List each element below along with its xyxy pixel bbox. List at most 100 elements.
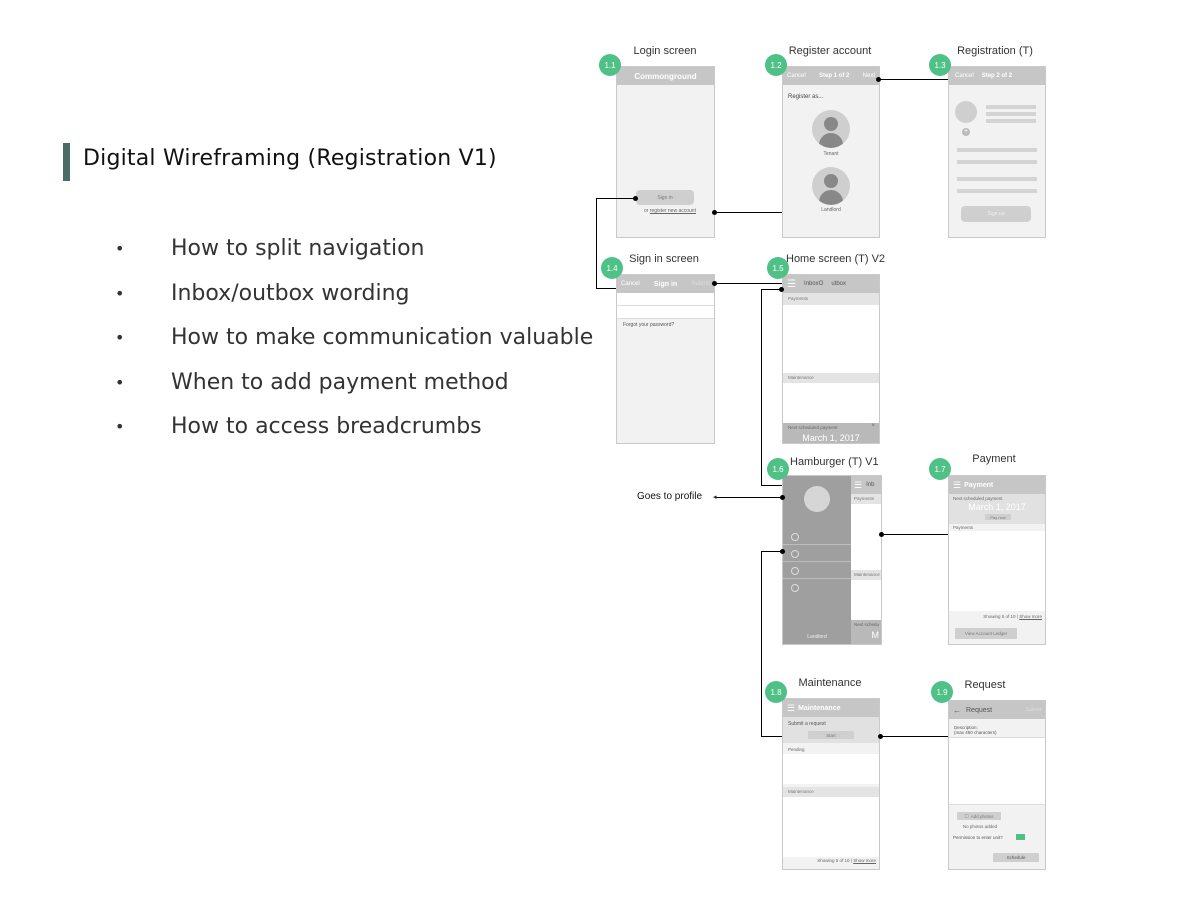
screen-title-hamburger: Hamburger (T) V1 — [790, 456, 879, 468]
screen-number-badge: 1.4 — [601, 257, 623, 279]
maintenance-title: Maintenance — [798, 704, 841, 712]
outbox-tab[interactable]: utbox — [831, 281, 847, 287]
request-header: ← Request Submit — [949, 701, 1045, 719]
form-field[interactable] — [957, 189, 1037, 193]
maintenance-screen: ☰ Maintenance Submit a request Start Pen… — [782, 698, 880, 870]
name-field[interactable] — [986, 119, 1036, 123]
add-photo-icon[interactable]: + — [962, 128, 970, 136]
submit-button[interactable]: Submit — [1025, 707, 1041, 713]
menu-item[interactable] — [783, 562, 851, 579]
start-button[interactable]: Start — [808, 731, 854, 739]
screen-title-home: Home screen (T) V2 — [786, 253, 886, 265]
payment-title: Payment — [964, 481, 994, 489]
connector-dot — [780, 549, 785, 554]
bullet-item: •When to add payment method — [115, 368, 593, 413]
page-title: Digital Wireframing (Registration V1) — [83, 146, 497, 171]
forgot-password-link[interactable]: Forgot your password? — [623, 322, 675, 328]
bullet-dot-icon: • — [115, 372, 125, 392]
screen-number-badge: 1.1 — [599, 54, 621, 76]
signin-screen: Cancel Sign in Submit Forgot your passwo… — [616, 274, 715, 444]
or-text: or — [644, 208, 649, 214]
submit-request-label: Submit a request — [788, 721, 826, 727]
character-limit: (max 450 characters) — [954, 730, 997, 735]
next-payment-label: Next scheduled payment — [953, 496, 1003, 501]
screen-title-registration: Registration (T) — [957, 45, 1033, 57]
register-header: Cancel Step 1 of 2 Next — [783, 67, 879, 85]
permission-label: Permission to enter unit? — [953, 835, 1003, 840]
connector-dot — [780, 495, 785, 500]
form-field[interactable] — [957, 160, 1037, 164]
connector-line — [761, 289, 762, 486]
pay-now-button[interactable]: Pay now — [985, 514, 1011, 520]
form-field[interactable] — [957, 148, 1037, 152]
add-photos-button[interactable]: ▢Add photos — [957, 812, 1001, 820]
cancel-button[interactable]: Cancel — [955, 73, 974, 79]
profile-avatar-icon[interactable] — [804, 486, 830, 512]
register-link[interactable]: register new account — [649, 208, 696, 214]
show-more-link[interactable]: Show more — [853, 858, 876, 863]
tenant-label: Tenant — [823, 151, 839, 157]
menu-item-icon — [791, 584, 799, 592]
inbox-tab[interactable]: Inb — [866, 482, 875, 488]
screen-number-badge: 1.3 — [929, 54, 951, 76]
step-label: Step 1 of 2 — [819, 73, 850, 79]
tenant-avatar-icon[interactable] — [812, 110, 850, 148]
back-arrow-icon[interactable]: ← — [953, 705, 961, 715]
maintenance-label: Maintenance — [783, 787, 879, 797]
connector-dot — [779, 287, 784, 292]
sign-up-button[interactable]: Sign up — [961, 206, 1031, 222]
bullet-text: How to split navigation — [171, 236, 425, 261]
next-button[interactable]: Next — [862, 73, 875, 79]
cancel-button[interactable]: Cancel — [787, 73, 806, 79]
schedule-button[interactable]: Schedule — [993, 853, 1039, 862]
user-role-label: Landlord — [807, 634, 827, 640]
next-payment-label: Next schedu — [854, 622, 880, 627]
register-prompt: or register new account — [635, 208, 705, 214]
name-field[interactable] — [986, 105, 1036, 109]
profile-photo-icon[interactable] — [955, 101, 977, 123]
menu-item[interactable] — [783, 579, 851, 595]
description-label: Description: — [954, 725, 978, 730]
screen-number-badge: 1.9 — [931, 681, 953, 703]
hamburger-icon[interactable]: ☰ — [953, 479, 962, 490]
bullet-item: •How to access breadcrumbs — [115, 412, 593, 457]
username-field[interactable] — [617, 293, 714, 306]
landlord-avatar-icon[interactable] — [812, 167, 850, 205]
permission-toggle[interactable] — [1016, 834, 1025, 840]
hamburger-icon[interactable]: ☰ — [854, 479, 863, 490]
cancel-button[interactable]: Cancel — [621, 281, 640, 287]
connector-line — [596, 198, 597, 288]
view-ledger-button[interactable]: View Account Ledger — [955, 628, 1017, 639]
menu-item[interactable] — [783, 528, 851, 545]
pending-list — [783, 754, 879, 784]
payment-header: ☰ Payment — [949, 476, 1045, 494]
connector-line — [761, 289, 781, 290]
camera-icon: ▢ — [964, 813, 969, 818]
request-title: Request — [966, 706, 993, 714]
description-textarea[interactable] — [949, 737, 1045, 805]
payment-screen: ☰ Payment Next scheduled payment March 1… — [948, 475, 1046, 645]
show-more-link[interactable]: Show more — [1019, 614, 1042, 619]
submit-button[interactable]: Submit — [691, 281, 710, 287]
menu-item[interactable] — [783, 545, 851, 562]
screen-title-signin: Sign in screen — [629, 253, 699, 265]
registration-header: Cancel Step 2 of 2 — [949, 67, 1045, 85]
screen-number-badge: 1.7 — [929, 458, 951, 480]
bullet-text: How to access breadcrumbs — [171, 414, 482, 440]
name-field[interactable] — [986, 112, 1036, 116]
bullet-dot-icon: • — [115, 239, 125, 258]
inbox-tab[interactable]: InboxO — [803, 281, 824, 287]
sign-in-button[interactable]: Sign in — [636, 190, 694, 205]
connector-arrow — [716, 497, 782, 498]
hamburger-icon[interactable]: ☰ — [787, 278, 796, 290]
add-photos-label: Add photos — [970, 813, 994, 819]
payments-list — [949, 531, 1045, 611]
maintenance-header: ☰ Maintenance — [783, 699, 879, 717]
next-payment-card: Next scheduled payment March 1, 2017 Pay… — [949, 494, 1045, 524]
hamburger-icon[interactable]: ☰ — [787, 702, 796, 713]
form-field[interactable] — [957, 177, 1037, 181]
password-field[interactable] — [617, 306, 714, 319]
register-as-label: Register as... — [788, 94, 824, 100]
goes-to-profile-label: Goes to profile — [637, 491, 703, 502]
close-icon[interactable]: × — [871, 423, 875, 429]
